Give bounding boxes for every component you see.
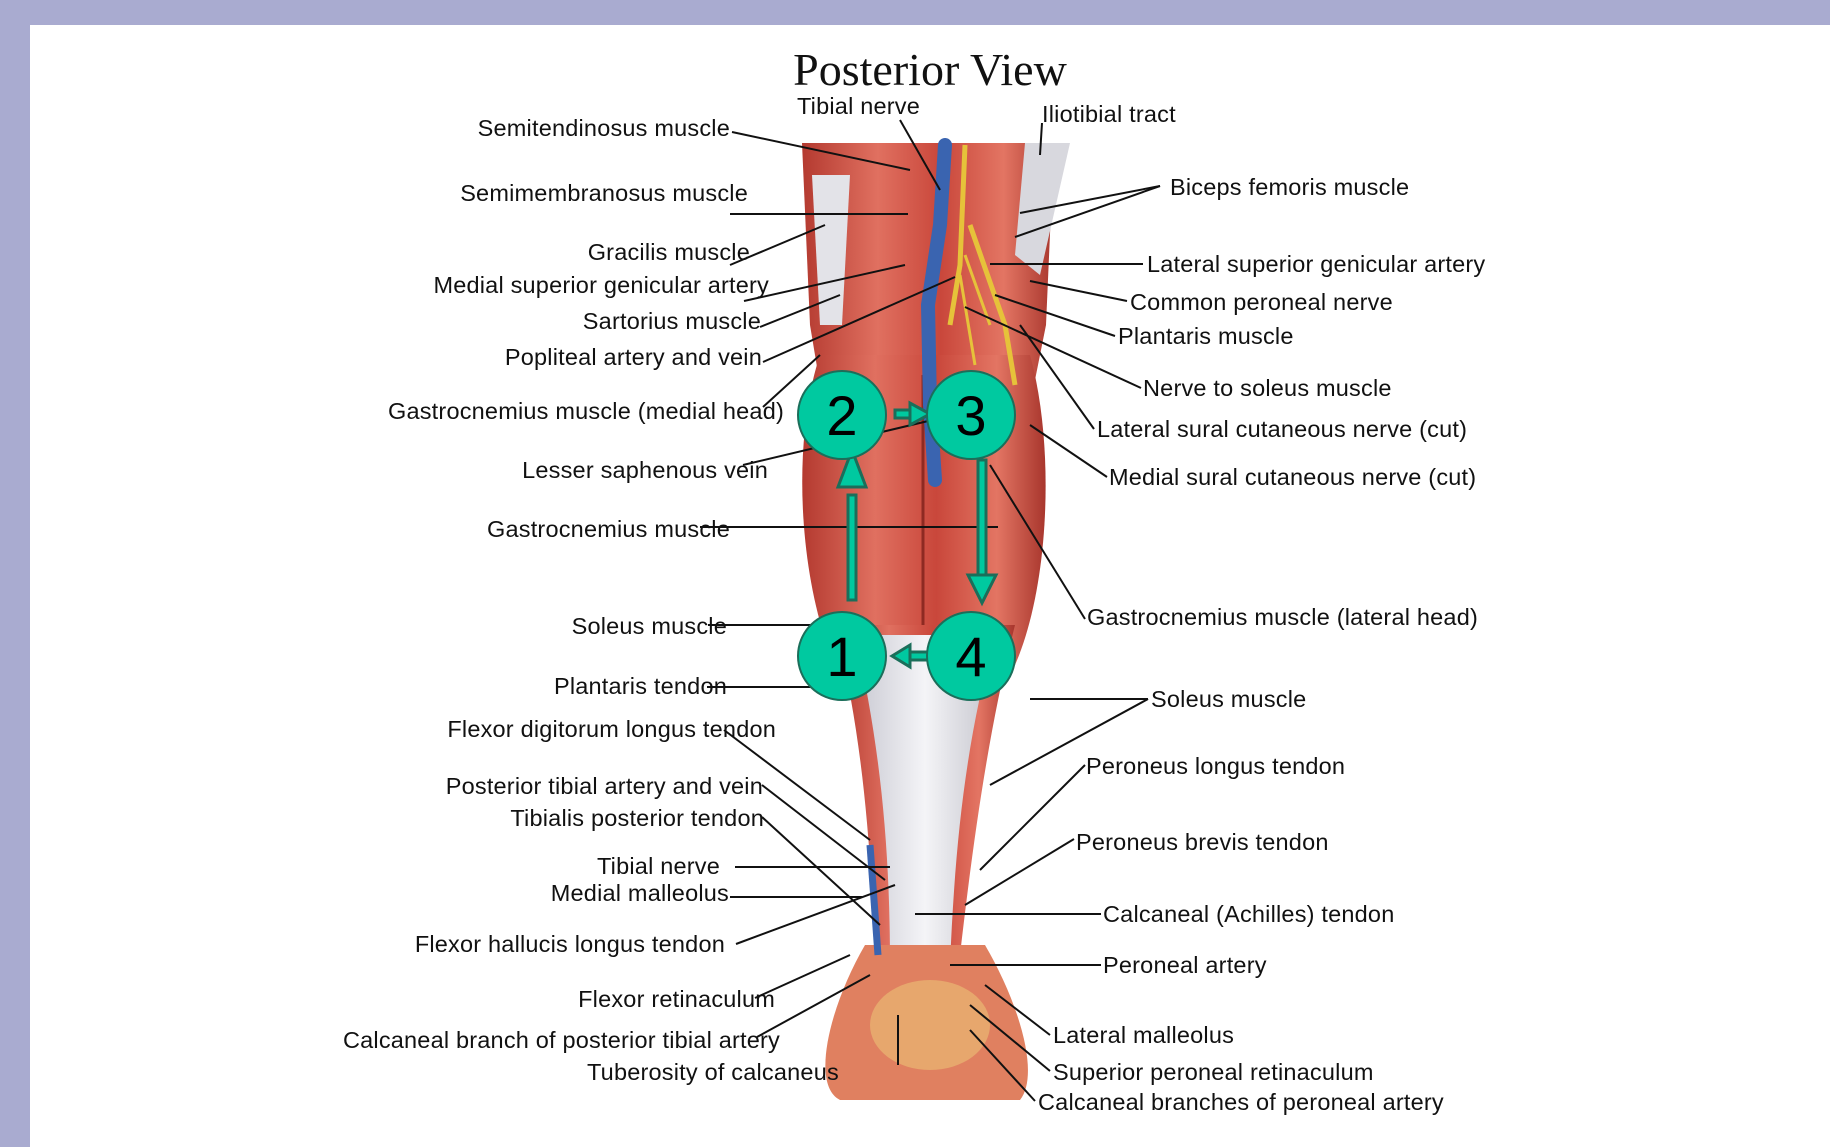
arrow-1-to-2-shaft [848,495,856,600]
badge-4: 4 [926,611,1016,701]
arrow-4-to-1-head [892,645,910,667]
arrow-3-to-4-head [968,575,996,603]
diagram-canvas: Posterior View [30,25,1830,1147]
badge-1: 1 [797,611,887,701]
badge-2: 2 [797,370,887,460]
sequence-arrows [30,25,1830,1147]
badge-3: 3 [926,370,1016,460]
arrow-3-to-4-shaft [978,460,986,580]
